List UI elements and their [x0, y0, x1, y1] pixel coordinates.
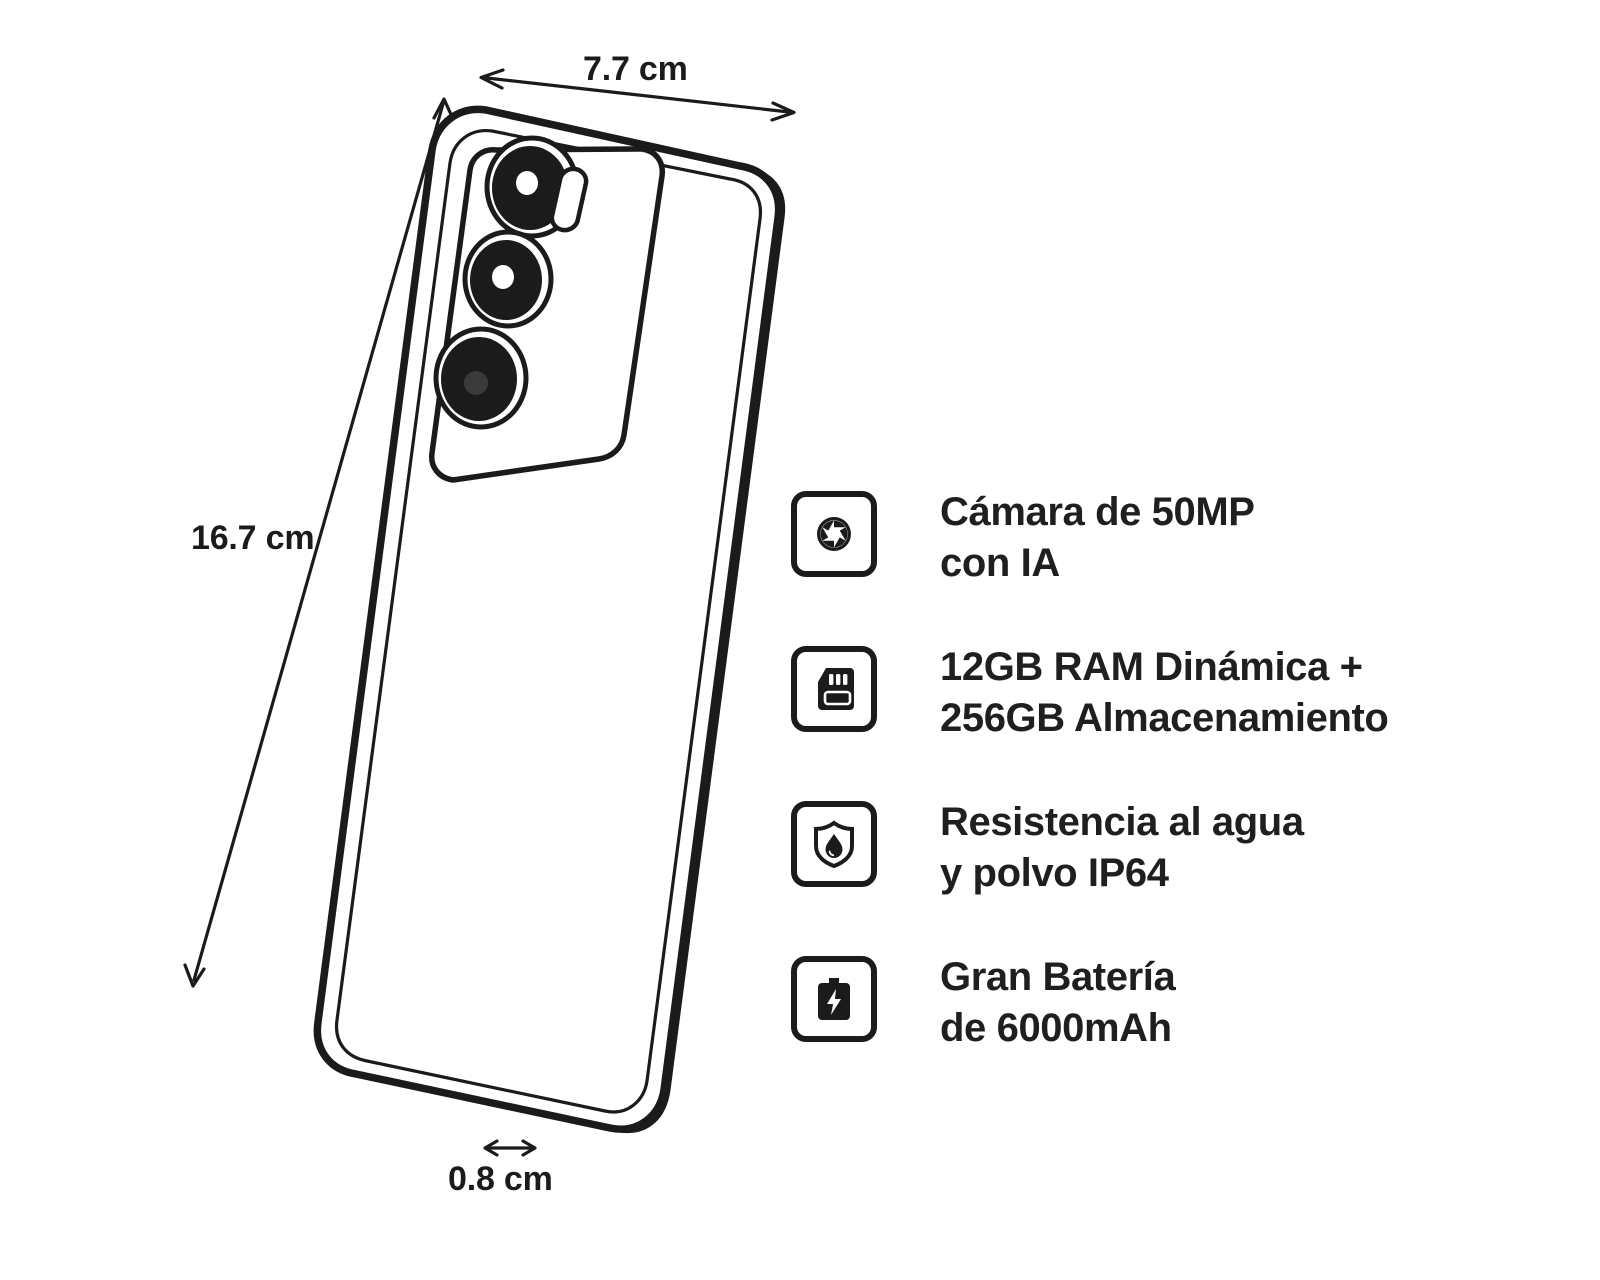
feature-icon-box: [791, 801, 877, 887]
height-dimension-arrow: [183, 97, 455, 988]
battery-charging-icon: [814, 975, 854, 1023]
feature-item-water-resistance: Resistencia al agua y polvo IP64: [791, 797, 1491, 952]
phone-illustration: [183, 68, 796, 1157]
phone-back-panel: [313, 105, 783, 1133]
depth-dimension-arrow: [483, 1139, 537, 1157]
width-dimension-arrow: [479, 68, 796, 122]
camera-flash-icon: [549, 166, 589, 233]
feature-text-line-2: y polvo IP64: [940, 851, 1169, 895]
feature-text: Resistencia al agua y polvo IP64: [940, 797, 1304, 899]
feature-icon-box: [791, 646, 877, 732]
feature-text-line-2: con IA: [940, 541, 1060, 585]
feature-text-line-1: Cámara de 50MP: [940, 490, 1255, 534]
memory-card-icon: [812, 666, 856, 712]
feature-list: Cámara de 50MP con IA 12GB RAM Diná: [791, 487, 1491, 1107]
feature-text-line-2: de 6000mAh: [940, 1006, 1172, 1050]
height-dimension-label: 16.7 cm: [191, 519, 315, 557]
feature-text-line-1: 12GB RAM Dinámica +: [940, 645, 1363, 689]
depth-dimension-label: 0.8 cm: [448, 1160, 553, 1198]
feature-text: Gran Batería de 6000mAh: [940, 952, 1176, 1054]
feature-text-line-1: Resistencia al agua: [940, 800, 1304, 844]
feature-item-memory: 12GB RAM Dinámica + 256GB Almacenamiento: [791, 642, 1491, 797]
feature-text-line-2: 256GB Almacenamiento: [940, 696, 1389, 740]
camera-lens-2: [462, 229, 554, 329]
feature-text-line-1: Gran Batería: [940, 955, 1176, 999]
camera-aperture-icon: [811, 511, 857, 557]
feature-item-battery: Gran Batería de 6000mAh: [791, 952, 1491, 1107]
phone-inner-bezel: [334, 129, 763, 1114]
feature-item-camera: Cámara de 50MP con IA: [791, 487, 1491, 642]
camera-module: [429, 135, 666, 483]
feature-icon-box: [791, 491, 877, 577]
shield-water-drop-icon: [811, 820, 857, 868]
feature-text: 12GB RAM Dinámica + 256GB Almacenamiento: [940, 642, 1389, 744]
width-dimension-label: 7.7 cm: [583, 50, 688, 88]
feature-icon-box: [791, 956, 877, 1042]
camera-lens-3: [433, 326, 529, 430]
feature-text: Cámara de 50MP con IA: [940, 487, 1255, 589]
